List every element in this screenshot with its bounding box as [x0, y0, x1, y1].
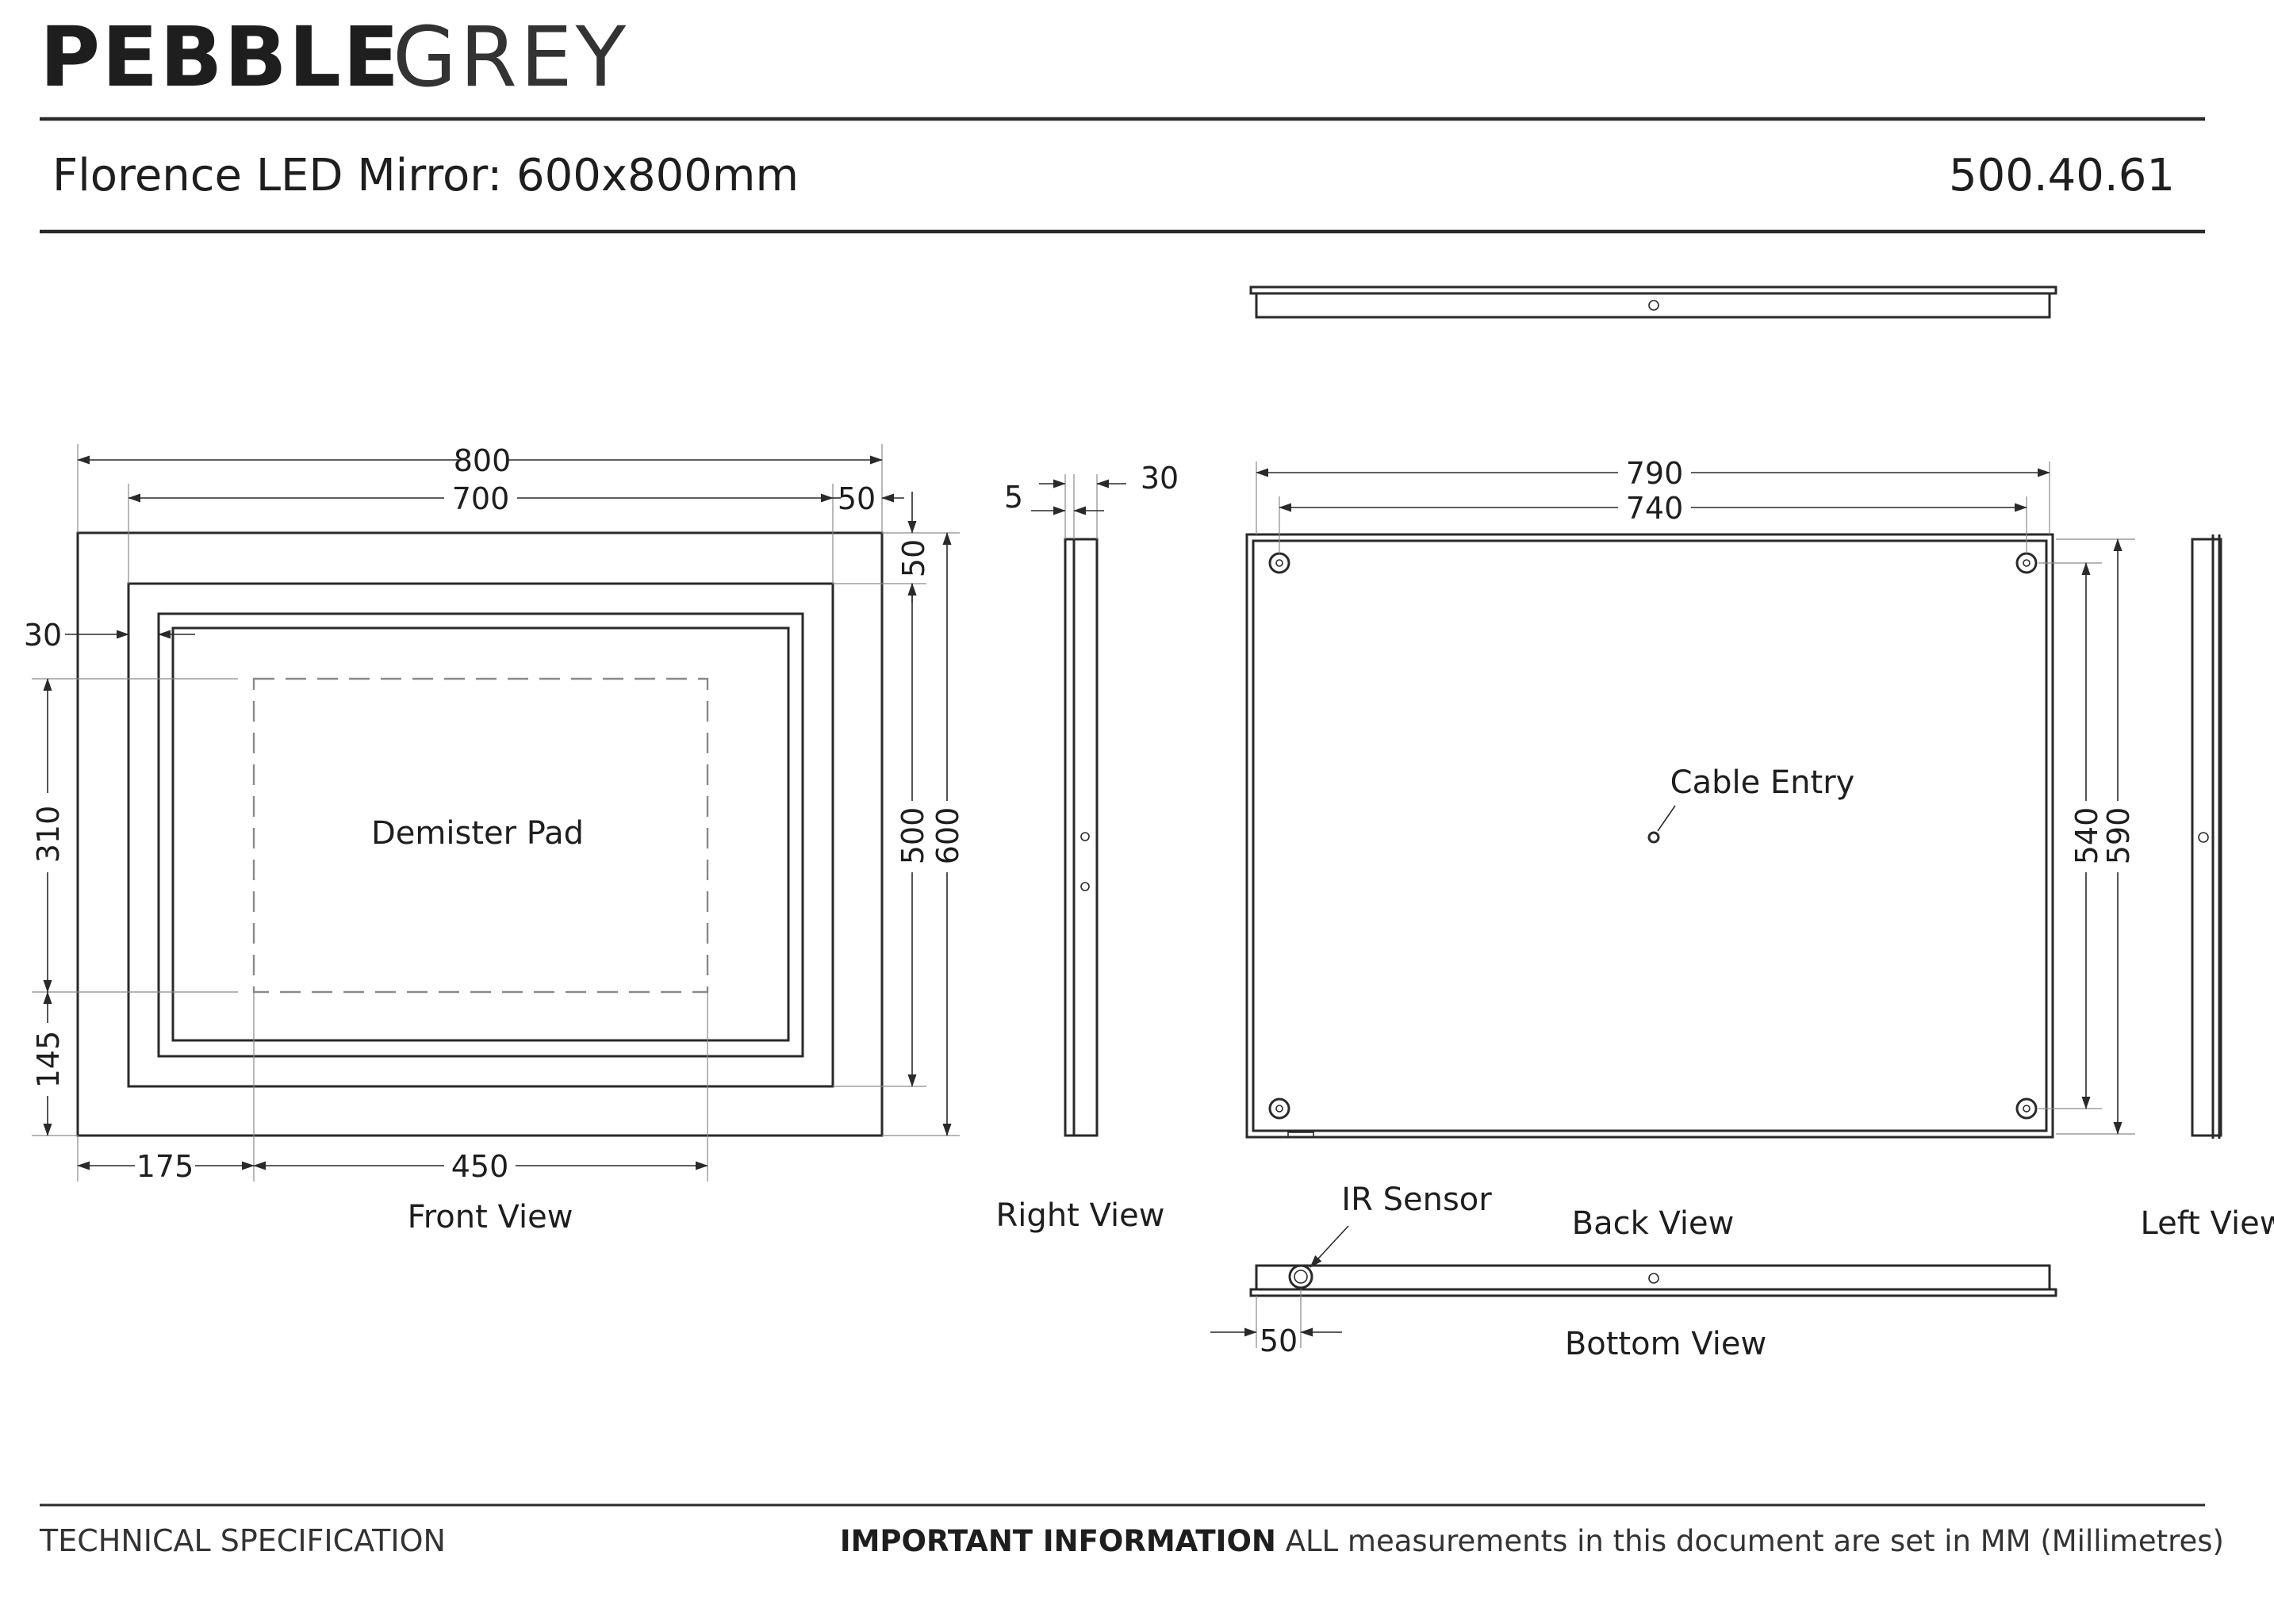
dim-front-margin-right: 50 — [838, 481, 876, 516]
back-view: Cable Entry 790 740 540 590 Back View — [1245, 456, 2136, 1242]
fixing-top-left — [1268, 552, 1290, 574]
product-code: 500.40.61 — [1949, 150, 2175, 201]
ir-sensor-lens — [1288, 1264, 1313, 1289]
sensor-housing — [1287, 1132, 1314, 1138]
logo-light: GREY — [393, 9, 629, 105]
right-view-sensor-hole — [1080, 882, 1090, 891]
product-title: Florence LED Mirror: 600x800mm — [52, 150, 799, 201]
demister-pad-label: Demister Pad — [371, 815, 584, 852]
dim-side-depth-frame: 5 — [1004, 480, 1023, 515]
front-led-band-outer — [127, 582, 834, 1088]
demister-pad-outline — [252, 677, 709, 994]
footer-important-text: ALL measurements in this document are se… — [1276, 1524, 2224, 1558]
dim-sensor-offset: 50 — [1260, 1323, 1298, 1358]
dim-front-width-inner: 700 — [452, 481, 510, 516]
dim-back-height-fixings: 540 — [2069, 807, 2104, 865]
logo-bold: PEBBLE — [40, 9, 401, 105]
left-view-fixing — [2198, 832, 2209, 843]
dim-demister-height: 310 — [31, 806, 66, 864]
ir-sensor-label: IR Sensor — [1341, 1182, 1492, 1218]
footer-important-information: IMPORTANT INFORMATION ALL measurements i… — [840, 1524, 2224, 1558]
front-view: Demister Pad 800 700 50 50 — [24, 443, 965, 1235]
right-view: 30 5 Right View — [996, 461, 1179, 1234]
dim-back-width-overall: 790 — [1626, 456, 1684, 491]
front-glass-inner — [171, 626, 790, 1042]
bottom-profile-fixing — [1648, 1273, 1659, 1284]
dim-front-height-inner: 500 — [895, 807, 930, 865]
back-view-inner — [1252, 539, 2048, 1132]
dim-demister-bottom-offset: 145 — [31, 1031, 66, 1089]
fixing-top-right — [2015, 552, 2038, 574]
bottom-view: IR Sensor 50 Bottom View — [1210, 1182, 2057, 1362]
left-view-label: Left View — [2141, 1205, 2274, 1242]
brand-logo: PEBBLE GREY — [40, 9, 629, 105]
dim-front-inset: 30 — [24, 618, 62, 653]
back-view-outline — [1245, 533, 2054, 1139]
dim-back-width-fixings: 740 — [1626, 491, 1684, 526]
right-view-label: Right View — [996, 1197, 1165, 1234]
top-profile-view — [1249, 285, 2057, 319]
dim-back-height-overall: 590 — [2101, 807, 2136, 865]
left-view: Left View — [2141, 534, 2274, 1242]
footer-important-label: IMPORTANT INFORMATION — [840, 1524, 1276, 1558]
dim-front-width-overall: 800 — [454, 443, 512, 478]
footer-technical-specification: TECHNICAL SPECIFICATION — [39, 1523, 446, 1558]
dim-demister-width: 450 — [451, 1149, 509, 1184]
front-mirror-outline — [76, 531, 884, 1137]
left-view-body — [2191, 538, 2222, 1137]
fixing-bottom-left — [1268, 1097, 1290, 1120]
fixing-bottom-right — [2015, 1097, 2038, 1120]
front-view-label: Front View — [408, 1199, 573, 1235]
front-led-band-inner — [157, 612, 804, 1058]
bottom-view-label: Bottom View — [1565, 1326, 1766, 1362]
dim-front-height-overall: 600 — [930, 807, 965, 865]
back-view-label: Back View — [1572, 1205, 1735, 1242]
cable-entry-label: Cable Entry — [1670, 764, 1855, 801]
right-view-fixing — [1080, 832, 1090, 841]
dim-front-margin-top: 50 — [896, 539, 931, 577]
cable-entry-point — [1647, 831, 1660, 844]
dim-side-depth-total: 30 — [1141, 461, 1179, 496]
dim-demister-left-offset: 175 — [136, 1149, 194, 1184]
bottom-profile-body — [1255, 1264, 2051, 1291]
top-profile-body — [1255, 292, 2051, 319]
top-profile-fixing — [1648, 300, 1659, 311]
